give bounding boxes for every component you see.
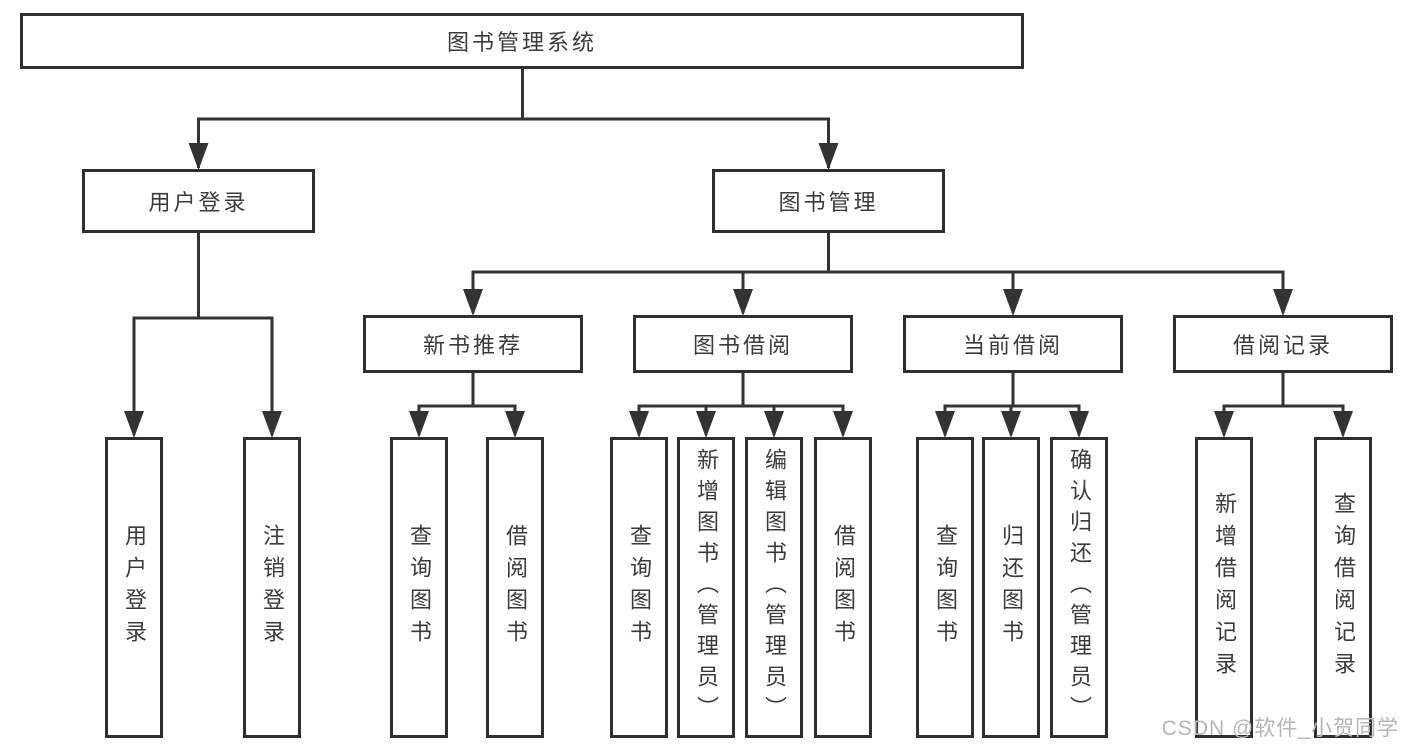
leaf-query-borrow-record: 查询借阅记录 [1314, 437, 1372, 738]
leaf-query-books-current: 查询图书 [916, 437, 974, 738]
leaf-add-borrow-record: 新增借阅记录 [1195, 437, 1253, 738]
leaf-confirm-return-admin: 确认归还（管理员） [1050, 437, 1108, 738]
leaf-borrow-books-recommend: 借阅图书 [486, 437, 544, 738]
leaf-borrow-books: 借阅图书 [814, 437, 872, 738]
node-user-login: 用户登录 [82, 169, 315, 233]
node-root-library-system: 图书管理系统 [20, 13, 1024, 69]
watermark: CSDN @软件_小贺同学 [1161, 717, 1399, 740]
node-borrow-records: 借阅记录 [1173, 315, 1393, 373]
leaf-add-books-admin: 新增图书（管理员） [677, 437, 735, 738]
leaf-return-books: 归还图书 [982, 437, 1040, 738]
node-book-borrow: 图书借阅 [633, 315, 853, 373]
leaf-query-books-recommend: 查询图书 [390, 437, 448, 738]
node-new-book-recommend: 新书推荐 [363, 315, 583, 373]
leaf-user-login: 用户登录 [105, 437, 163, 738]
leaf-query-books-borrow: 查询图书 [610, 437, 668, 738]
node-book-management: 图书管理 [712, 169, 945, 233]
node-current-borrow: 当前借阅 [903, 315, 1123, 373]
leaf-edit-books-admin: 编辑图书（管理员） [745, 437, 803, 738]
leaf-logout: 注销登录 [243, 437, 301, 738]
